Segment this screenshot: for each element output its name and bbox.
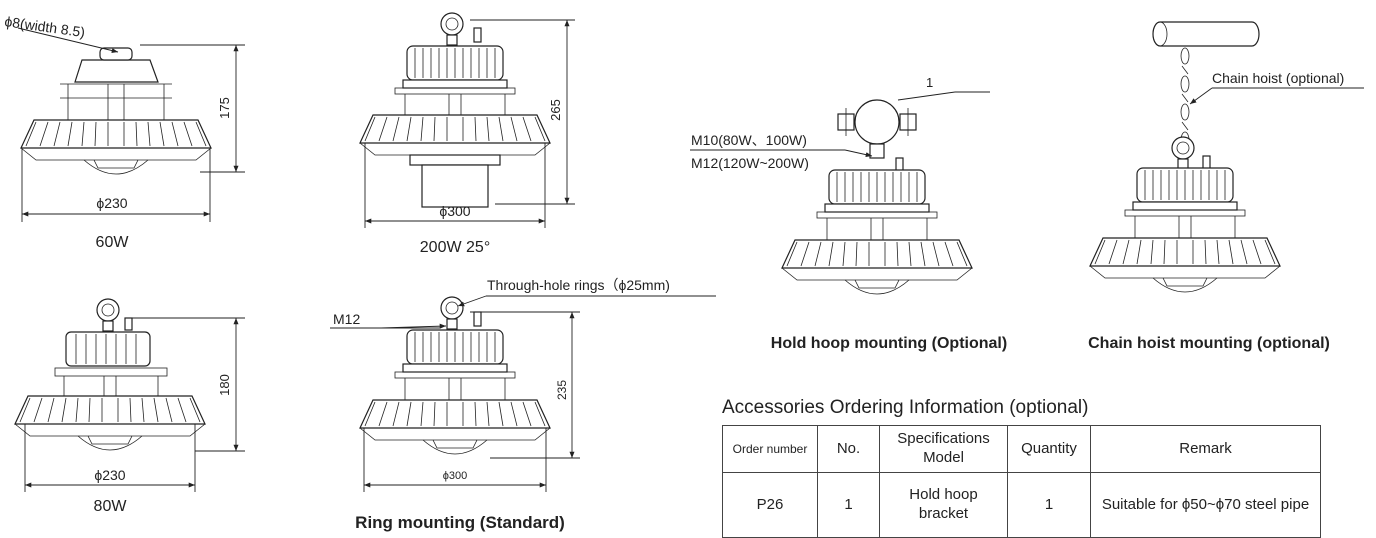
lamp-200w-dimensions: 265 ϕ300 200W 25° bbox=[364, 19, 575, 256]
cell-remark: Suitable for ϕ50~ϕ70 steel pipe bbox=[1090, 472, 1321, 538]
lamp-ring-mounting bbox=[359, 296, 551, 455]
header-specifications-model: Specifications Model bbox=[879, 425, 1008, 473]
lamp-80w-dimensions: 180 ϕ230 80W bbox=[24, 317, 245, 515]
lamp-ring-caption: Ring mounting (Standard) bbox=[355, 513, 565, 532]
lamp-200w-label: 200W 25° bbox=[420, 239, 490, 256]
table-header-row: Order number No. Specifications Model Qu… bbox=[722, 425, 1321, 473]
lamp-60w-diameter-dim: ϕ230 bbox=[96, 195, 127, 211]
accessories-table: Order number No. Specifications Model Qu… bbox=[722, 425, 1321, 538]
lamp-ring-callout-m12: M12 bbox=[333, 311, 360, 327]
lamp-200w-height-dim: 265 bbox=[548, 99, 563, 121]
table-row: P26 1 Hold hoop bracket 1 Suitable for ϕ… bbox=[722, 472, 1321, 538]
accessories-title: Accessories Ordering Information (option… bbox=[722, 397, 1089, 418]
lamp-200w bbox=[359, 12, 551, 208]
header-remark: Remark bbox=[1090, 425, 1321, 473]
lamp-80w-diameter-dim: ϕ230 bbox=[94, 467, 125, 483]
lamp-hoop-callout-m10: M10(80W、100W) bbox=[691, 132, 807, 148]
lamp-chain-callout: Chain hoist (optional) bbox=[1212, 70, 1344, 86]
header-quantity: Quantity bbox=[1007, 425, 1091, 473]
lamp-hoop-callout-num: 1 bbox=[926, 75, 933, 90]
cell-quantity: 1 bbox=[1007, 472, 1091, 538]
lamp-hoop-callouts: 1 M10(80W、100W) M12(120W~200W) Hold hoop… bbox=[690, 75, 1007, 352]
cell-order-number: P26 bbox=[722, 472, 818, 538]
lamp-ring-diameter-dim: ϕ300 bbox=[443, 470, 468, 482]
lamp-60w-height-dim: 175 bbox=[217, 97, 232, 119]
lamp-ring-height-dim: 235 bbox=[555, 380, 569, 400]
header-order-number: Order number bbox=[722, 425, 818, 473]
cell-no: 1 bbox=[817, 472, 880, 538]
lamp-60w bbox=[20, 47, 212, 175]
lamp-200w-diameter-dim: ϕ300 bbox=[439, 203, 470, 219]
lamp-ring-callout-ring: Through-hole rings（ϕ25mm) bbox=[487, 277, 670, 293]
lamp-chain-callouts: Chain hoist (optional) Chain hoist mount… bbox=[1088, 70, 1364, 352]
lamp-hoop-callout-m12: M12(120W~200W) bbox=[691, 155, 809, 171]
cell-specifications-model: Hold hoop bracket bbox=[879, 472, 1008, 538]
lamp-chain-mounting bbox=[1089, 21, 1281, 293]
lamp-chain-caption: Chain hoist mounting (optional) bbox=[1088, 335, 1330, 352]
lamp-80w bbox=[14, 298, 206, 451]
lamp-hoop-caption: Hold hoop mounting (Optional) bbox=[771, 335, 1007, 352]
header-no: No. bbox=[817, 425, 880, 473]
lamp-60w-label: 60W bbox=[96, 234, 130, 251]
lamp-ring-dimensions: 235 ϕ300 M12 Through-hole rings（ϕ25mm) R… bbox=[330, 277, 716, 532]
lamp-hoop-mounting bbox=[781, 99, 973, 295]
lamp-60w-callout: ϕ8(width 8.5) bbox=[4, 13, 86, 40]
lamp-80w-height-dim: 180 bbox=[217, 374, 232, 396]
lamp-80w-label: 80W bbox=[94, 498, 128, 515]
